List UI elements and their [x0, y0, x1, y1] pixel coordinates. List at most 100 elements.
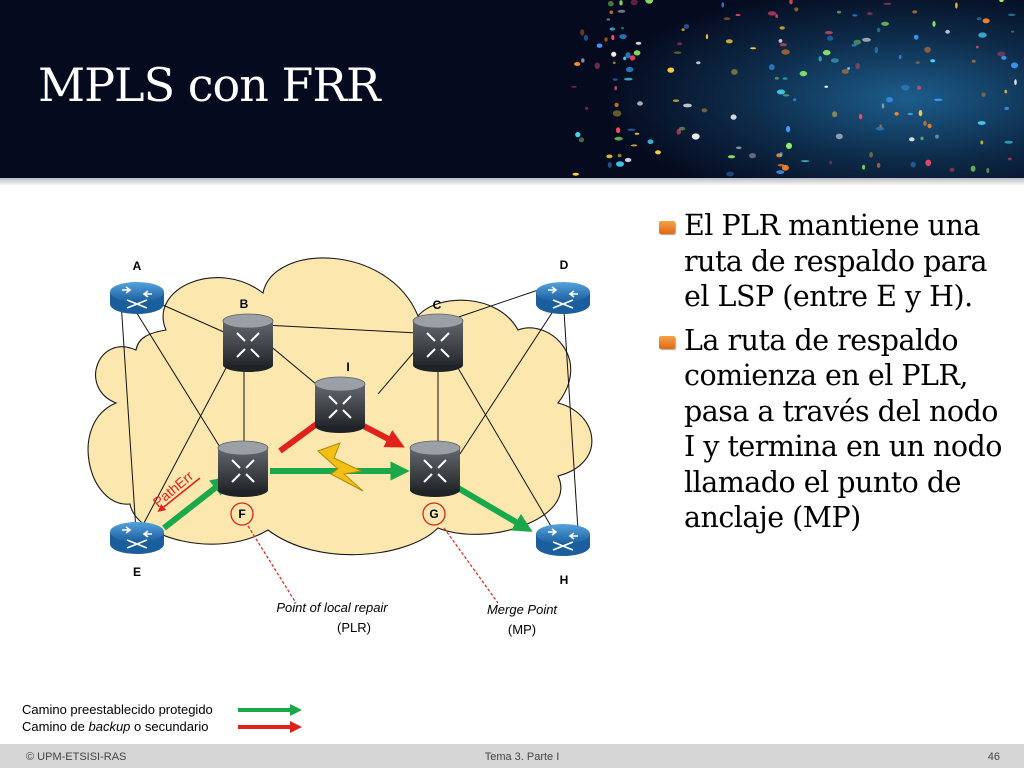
fiber-light-dot [934, 98, 943, 102]
fiber-light-dot [726, 171, 734, 177]
fiber-light-dot [630, 144, 638, 147]
fiber-light-dot [624, 77, 633, 81]
fiber-light-dot [575, 132, 581, 138]
fiber-light-dot [862, 164, 866, 170]
fiber-light-dot [913, 34, 919, 40]
fiber-light-dot [898, 54, 902, 60]
fiber-light-dot [1001, 55, 1007, 60]
fiber-light-dot [781, 49, 790, 55]
mp-caption-plain: (MP) [508, 622, 536, 637]
fiber-light-dot [607, 0, 614, 7]
node-label-g: G [429, 507, 438, 521]
fiber-light-dot [982, 18, 990, 24]
fiber-light-dot [581, 58, 585, 63]
fiber-light-dot [874, 46, 878, 54]
fiber-light-dot [779, 43, 787, 47]
fiber-light-dot [782, 94, 790, 97]
fiber-light-dot [822, 49, 831, 56]
bullet-text: El PLR mantiene una ruta de respaldo par… [684, 209, 987, 313]
fiber-light-dot [918, 110, 923, 117]
fiber-light-dot [705, 34, 709, 40]
fiber-light-dot [678, 126, 686, 131]
fiber-light-dot [786, 142, 792, 149]
fiber-light-dot [782, 77, 788, 80]
fiber-light-dot [614, 85, 617, 91]
fiber-light-dot [818, 56, 822, 62]
bullet-item: La ruta de respaldo comienza en el PLR, … [657, 323, 1007, 536]
fiber-light-dot [775, 14, 779, 18]
fiber-light-dot [768, 64, 775, 71]
switch-b [222, 313, 274, 372]
bullet-marker-icon [659, 221, 675, 234]
fiber-light-dot [614, 102, 619, 107]
mp-caption: Merge Point [487, 602, 558, 617]
fiber-light-dot [980, 140, 984, 145]
fiber-light-dot [825, 30, 833, 35]
fiber-light-dot [776, 170, 785, 175]
router-d [536, 282, 590, 314]
fiber-light-dot [619, 34, 627, 40]
fiber-light-dot [781, 164, 789, 171]
fiber-light-dot [912, 10, 918, 14]
plr-caption: Point of local repair [276, 600, 388, 615]
router-e [110, 522, 164, 554]
fiber-light-dot [789, 0, 793, 5]
fiber-light-dot [852, 14, 858, 17]
fiber-light-dot [723, 17, 731, 20]
fiber-light-dot [847, 67, 851, 70]
fiber-light-dot [894, 112, 899, 116]
fiber-light-dot [609, 10, 614, 14]
fiber-light-dot [596, 43, 603, 48]
fiber-light-dot [915, 61, 920, 64]
legend: Camino preestablecido protegido Camino d… [22, 702, 322, 736]
fiber-light-dot [830, 58, 839, 63]
fiber-light-dot [841, 69, 849, 74]
mpls-frr-diagram: PathErr [87, 257, 593, 637]
fiber-light-dot [625, 52, 631, 59]
fiber-light-dot [721, 2, 725, 8]
fiber-light-dot [779, 26, 785, 30]
fiber-light-dot [978, 32, 987, 38]
fiber-light-dot [1004, 89, 1008, 94]
switch-i [314, 376, 366, 433]
fiber-light-dot [612, 61, 616, 65]
fiber-light-dot [612, 110, 622, 117]
fiber-light-dot [858, 113, 863, 120]
fiber-light-dot [1004, 140, 1013, 144]
fiber-light-dot [585, 106, 589, 110]
fiber-light-dot [623, 56, 627, 61]
legend-backup: Camino de backup o secundario [22, 719, 322, 735]
fiber-light-dot [800, 160, 810, 163]
fiber-light-dot [907, 112, 914, 116]
fiber-light-dot [886, 97, 893, 103]
node-label-f: F [238, 507, 245, 521]
fiber-light-dot [616, 161, 624, 167]
page-number: 46 [987, 751, 1000, 763]
node-label-d: D [560, 258, 569, 272]
fiber-light-dot [970, 165, 976, 172]
fiber-light-dot [624, 157, 632, 163]
fiber-light-dot [777, 164, 785, 167]
fiber-light-dot [976, 17, 982, 21]
node-label-c: C [433, 298, 442, 312]
node-label-e: E [133, 565, 141, 579]
fiber-light-dot [736, 146, 742, 150]
fiber-light-dot [1007, 157, 1012, 161]
fiber-light-dot [572, 172, 579, 176]
fiber-light-dot [924, 46, 931, 53]
node-label-a: A [133, 259, 142, 273]
fiber-light-dot [862, 37, 871, 42]
fiber-light-dot [875, 126, 884, 131]
fiber-light-dot [827, 35, 834, 41]
fiber-light-dot [672, 99, 680, 102]
fiber-light-dot [609, 27, 616, 31]
fiber-light-dot [630, 0, 638, 6]
fiber-light-dot [1011, 30, 1015, 33]
fiber-light-dot [986, 167, 990, 174]
fiber-light-dot [578, 137, 585, 143]
fiber-light-dot [883, 2, 892, 5]
fiber-light-dot [829, 160, 832, 165]
fiber-light-dot [876, 27, 881, 33]
fiber-light-dot [949, 167, 955, 172]
fiber-light-dot [677, 42, 682, 46]
